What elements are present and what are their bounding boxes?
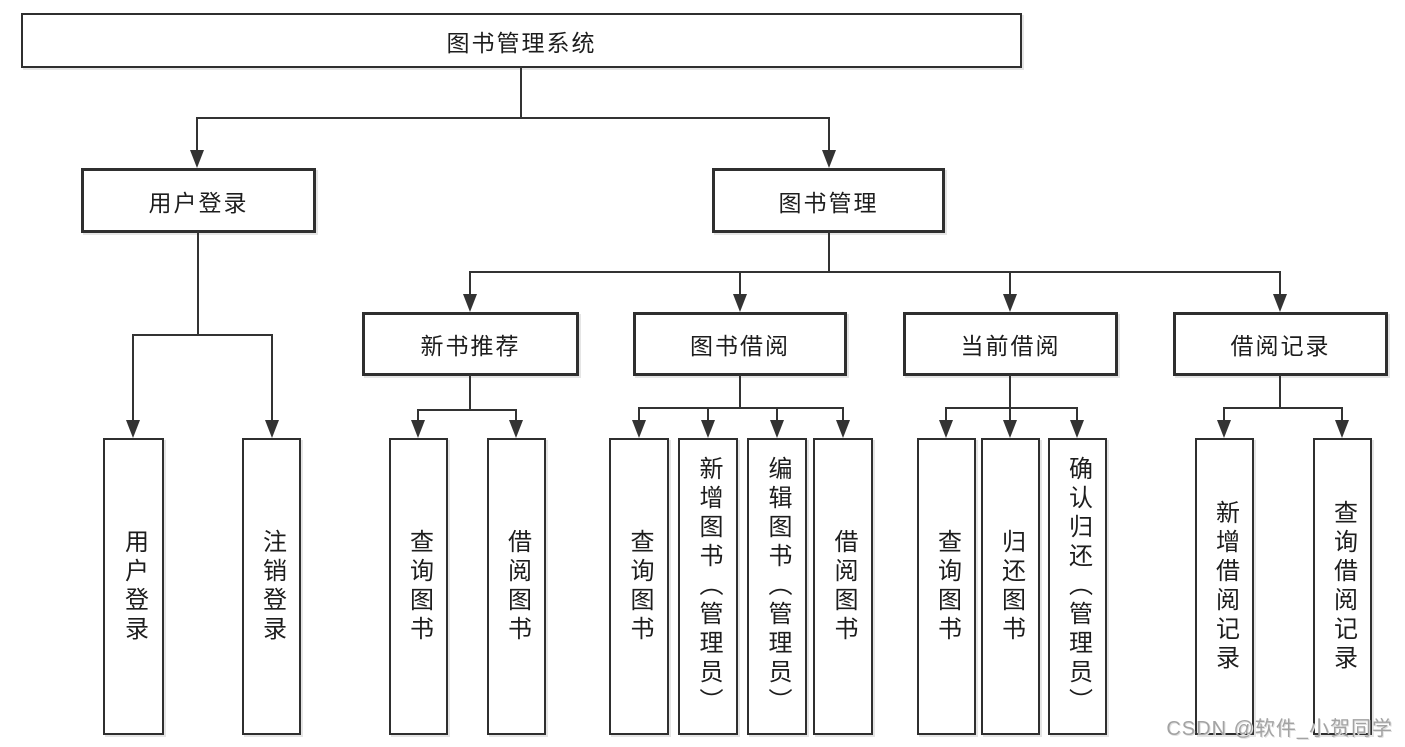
arrowhead-down-icon — [822, 150, 836, 168]
leaf-query-books-current: 查询图书 — [917, 438, 976, 735]
arrowhead-down-icon — [1217, 420, 1231, 438]
leaf-query-books-borrowing: 查询图书 — [609, 438, 669, 735]
leaf-label: 查询图书 — [405, 528, 433, 645]
node-label: 图书管理系统 — [446, 29, 597, 56]
connector-line — [1341, 407, 1343, 422]
connector-line — [132, 334, 273, 336]
connector-line — [417, 409, 419, 422]
node-book-borrowing: 图书借阅 — [633, 312, 847, 376]
arrowhead-down-icon — [126, 420, 140, 438]
leaf-borrow-books-borrowing: 借阅图书 — [813, 438, 873, 735]
leaf-return-books: 归还图书 — [981, 438, 1040, 735]
arrowhead-down-icon — [1003, 420, 1017, 438]
connector-line — [1279, 271, 1281, 298]
node-current-borrowing: 当前借阅 — [903, 312, 1118, 376]
leaf-label: 用户登录 — [120, 528, 148, 645]
connector-line — [520, 66, 522, 119]
connector-line — [828, 117, 830, 153]
connector-line — [945, 407, 947, 422]
arrowhead-down-icon — [1070, 420, 1084, 438]
leaf-label: 新增图书（管理员） — [695, 456, 722, 717]
connector-line — [469, 271, 1281, 273]
connector-line — [417, 409, 517, 411]
connector-line — [196, 117, 830, 119]
connector-line — [707, 407, 709, 422]
node-label: 图书借阅 — [690, 333, 790, 359]
leaf-confirm-return-admin: 确认归还（管理员） — [1048, 438, 1107, 735]
arrowhead-down-icon — [1003, 294, 1017, 312]
watermark: CSDN @软件_小贺同学 — [1166, 718, 1393, 740]
connector-line — [132, 334, 134, 422]
connector-line — [1223, 407, 1225, 422]
connector-line — [1279, 375, 1281, 409]
connector-line — [739, 375, 741, 409]
arrowhead-down-icon — [463, 294, 477, 312]
connector-line — [1009, 271, 1011, 298]
leaf-label: 借阅图书 — [830, 528, 857, 645]
leaf-label: 注销登录 — [258, 528, 286, 645]
node-label: 用户登录 — [148, 189, 249, 216]
connector-line — [1009, 407, 1011, 422]
node-label: 图书管理 — [778, 189, 879, 216]
connector-line — [197, 231, 199, 336]
connector-line — [1009, 375, 1011, 409]
arrowhead-down-icon — [632, 420, 646, 438]
node-book-management: 图书管理 — [712, 168, 945, 233]
leaf-query-borrow-record: 查询借阅记录 — [1313, 438, 1372, 735]
node-user-login: 用户登录 — [81, 168, 316, 233]
node-borrowing-records: 借阅记录 — [1173, 312, 1388, 376]
connector-line — [1223, 407, 1343, 409]
arrowhead-down-icon — [509, 420, 523, 438]
connector-line — [469, 375, 471, 411]
connector-line — [1076, 407, 1078, 422]
arrowhead-down-icon — [836, 420, 850, 438]
arrowhead-down-icon — [701, 420, 715, 438]
node-new-book-recommend: 新书推荐 — [362, 312, 579, 376]
connector-line — [638, 407, 640, 422]
arrowhead-down-icon — [265, 420, 279, 438]
leaf-borrow-books-recommend: 借阅图书 — [487, 438, 546, 735]
node-label: 当前借阅 — [960, 333, 1061, 359]
connector-line — [842, 407, 844, 422]
node-label: 借阅记录 — [1230, 333, 1331, 359]
arrowhead-down-icon — [770, 420, 784, 438]
connector-line — [739, 271, 741, 298]
leaf-logout-login: 注销登录 — [242, 438, 301, 735]
node-library-system: 图书管理系统 — [21, 13, 1022, 68]
connector-line — [515, 409, 517, 422]
leaf-label: 归还图书 — [997, 528, 1025, 645]
leaf-user-login: 用户登录 — [103, 438, 164, 735]
connector-line — [196, 117, 198, 153]
arrowhead-down-icon — [190, 150, 204, 168]
connector-line — [945, 407, 1078, 409]
leaf-label: 借阅图书 — [503, 528, 531, 645]
leaf-label: 查询图书 — [933, 528, 961, 645]
arrowhead-down-icon — [1335, 420, 1349, 438]
connector-line — [469, 271, 471, 298]
leaf-label: 查询图书 — [626, 528, 653, 645]
connector-line — [828, 231, 830, 273]
arrowhead-down-icon — [733, 294, 747, 312]
leaf-edit-books-admin: 编辑图书（管理员） — [747, 438, 807, 735]
arrowhead-down-icon — [1273, 294, 1287, 312]
connector-line — [271, 334, 273, 422]
leaf-query-books-recommend: 查询图书 — [389, 438, 448, 735]
leaf-label: 编辑图书（管理员） — [764, 456, 791, 717]
arrowhead-down-icon — [939, 420, 953, 438]
leaf-label: 查询借阅记录 — [1329, 499, 1357, 674]
leaf-label: 确认归还（管理员） — [1064, 456, 1092, 717]
connector-line — [638, 407, 844, 409]
leaf-label: 新增借阅记录 — [1211, 499, 1239, 674]
node-label: 新书推荐 — [420, 333, 521, 359]
connector-line — [776, 407, 778, 422]
leaf-add-books-admin: 新增图书（管理员） — [678, 438, 738, 735]
arrowhead-down-icon — [411, 420, 425, 438]
leaf-add-borrow-record: 新增借阅记录 — [1195, 438, 1254, 735]
